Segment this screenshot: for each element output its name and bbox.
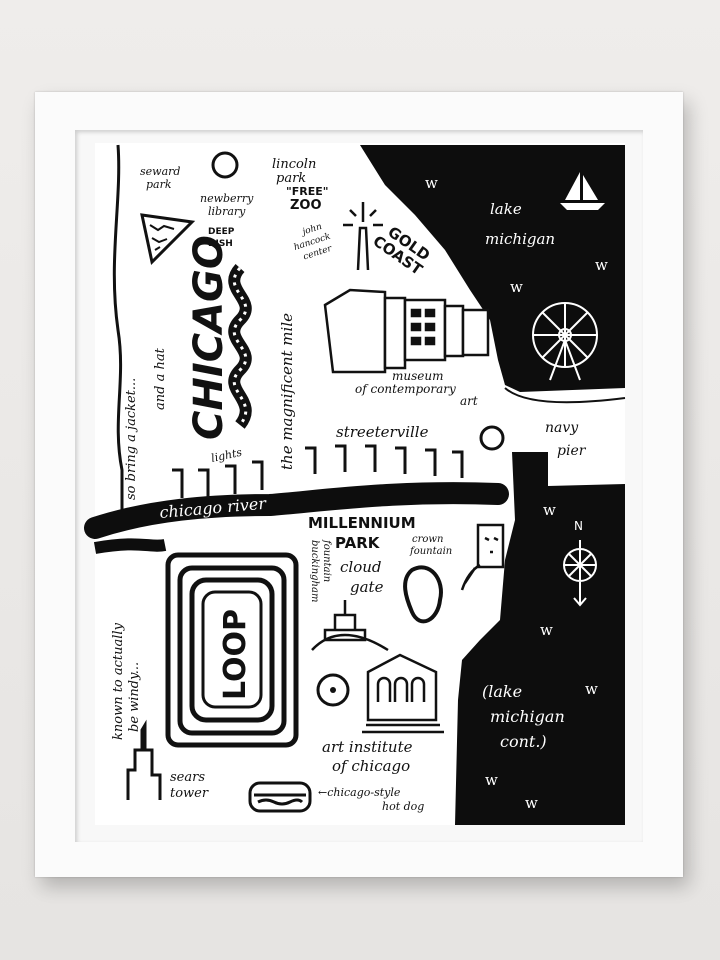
svg-text:w: w bbox=[540, 621, 553, 639]
wave-marks: w w w w w w w w bbox=[425, 174, 608, 812]
label-streeterville: streeterville bbox=[336, 423, 429, 441]
label-free-zoo: "FREE"ZOO bbox=[286, 185, 328, 213]
loop-maze-icon bbox=[165, 552, 299, 748]
label-and-a-hat: and a hat bbox=[153, 347, 168, 410]
buckingham-fountain-icon bbox=[311, 600, 389, 652]
crown-fountain-icon bbox=[460, 523, 505, 591]
svg-text:w: w bbox=[525, 794, 538, 812]
compass-rose-icon bbox=[563, 540, 597, 607]
svg-text:w: w bbox=[543, 501, 556, 519]
svg-text:w: w bbox=[585, 680, 598, 698]
shell-icon bbox=[479, 425, 505, 451]
building-row-icons bbox=[172, 444, 464, 498]
svg-text:w: w bbox=[425, 174, 438, 192]
john-hancock-center-icon bbox=[343, 202, 383, 271]
svg-text:w: w bbox=[485, 771, 498, 789]
label-windy: known to actuallybe windy... bbox=[111, 622, 142, 740]
svg-text:w: w bbox=[510, 278, 523, 296]
chicago-river bbox=[84, 482, 509, 539]
ferris-wheel-icon bbox=[532, 302, 598, 381]
lake-michigan-upper bbox=[360, 145, 625, 392]
navy-pier bbox=[504, 387, 626, 404]
cloud-gate-icon bbox=[403, 565, 443, 624]
map-title: CHICAGO bbox=[186, 235, 232, 440]
label-loop: LOOP bbox=[218, 609, 253, 700]
hot-dog-icon bbox=[248, 781, 312, 813]
label-buckingham-fountain: buckinghamfountain bbox=[309, 539, 332, 602]
label-bring-a-jacket: so bring a jacket... bbox=[124, 378, 139, 500]
sailboat-icon bbox=[560, 172, 605, 210]
lake-michigan-lower bbox=[455, 452, 625, 825]
sears-tower-icon bbox=[126, 719, 162, 800]
label-lights: lights bbox=[210, 446, 244, 465]
west-boundary-line bbox=[112, 144, 124, 520]
tree-icon bbox=[211, 151, 239, 179]
museum-of-contemporary-art-icon bbox=[323, 288, 490, 374]
art-institute-icon bbox=[362, 653, 444, 734]
label-magnificent-mile: the magnificent mile bbox=[278, 313, 296, 470]
compass-north-label: N bbox=[574, 519, 583, 533]
svg-text:w: w bbox=[595, 256, 608, 274]
river-south-branch bbox=[93, 538, 167, 554]
